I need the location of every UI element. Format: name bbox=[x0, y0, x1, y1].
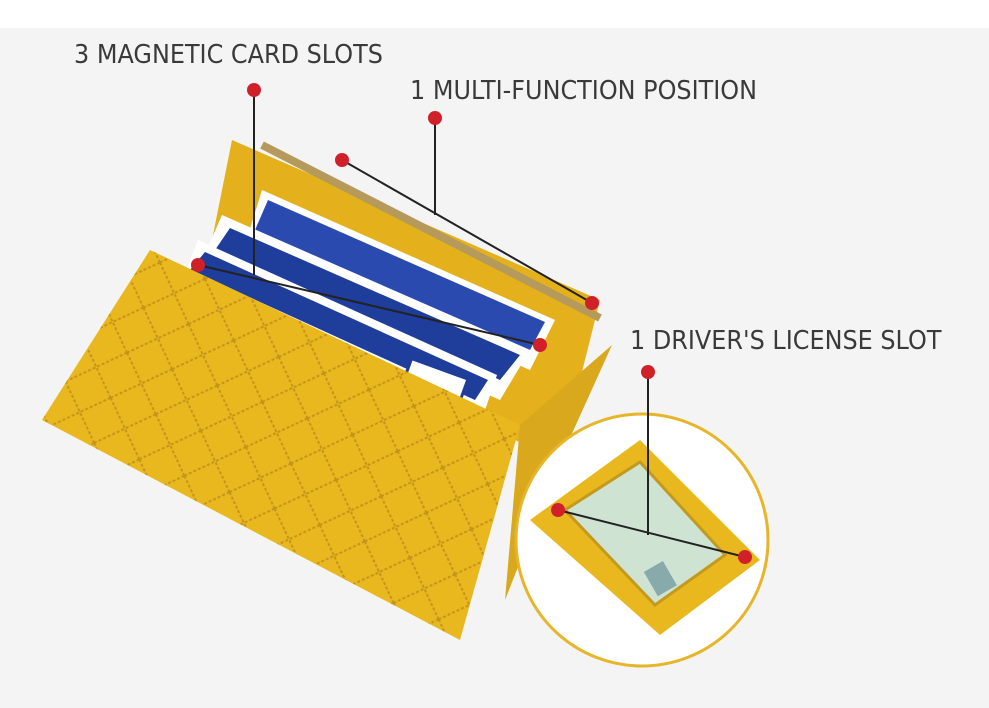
license-window bbox=[562, 460, 728, 607]
marker-dot bbox=[738, 550, 752, 564]
marker-dot bbox=[191, 258, 205, 272]
label-card-slots: 3 MAGNETIC CARD SLOTS bbox=[74, 40, 383, 70]
marker-dot bbox=[335, 153, 349, 167]
marker-dot bbox=[428, 111, 442, 125]
label-license-slot: 1 DRIVER'S LICENSE SLOT bbox=[630, 326, 942, 356]
label-multi-function: 1 MULTI-FUNCTION POSITION bbox=[410, 76, 758, 106]
zipper bbox=[260, 141, 602, 322]
marker-dot bbox=[641, 365, 655, 379]
marker-dot bbox=[585, 296, 599, 310]
marker-dots bbox=[191, 83, 752, 564]
marker-dot bbox=[247, 83, 261, 97]
marker-dot bbox=[551, 503, 565, 517]
marker-dot bbox=[533, 338, 547, 352]
callout-lines bbox=[197, 90, 746, 558]
